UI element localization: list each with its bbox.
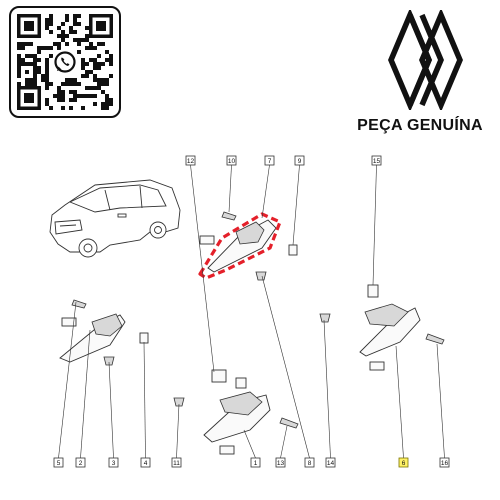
- callout-4[interactable]: 4: [140, 457, 151, 468]
- callout-leader-14: [323, 319, 331, 459]
- callout-leader-15: [372, 164, 377, 286]
- callout-number-1: 1: [254, 460, 258, 467]
- callout-15[interactable]: 15: [371, 155, 382, 166]
- callout-box-9: [294, 155, 305, 166]
- callout-9[interactable]: 9: [294, 155, 305, 166]
- callout-number-16: 16: [441, 460, 449, 467]
- callout-number-14: 14: [327, 460, 335, 467]
- callout-5[interactable]: 5: [53, 457, 64, 468]
- callout-box-5: [53, 457, 64, 468]
- callout-10[interactable]: 10: [226, 155, 237, 166]
- qr-code-card[interactable]: [9, 6, 121, 118]
- callout-8[interactable]: 8: [304, 457, 315, 468]
- callout-14[interactable]: 14: [325, 457, 336, 468]
- callout-2[interactable]: 2: [75, 457, 86, 468]
- callout-box-12: [185, 155, 196, 166]
- callout-leader-1: [243, 429, 256, 459]
- callout-number-15: 15: [373, 158, 381, 165]
- qr-code-modules: [17, 14, 113, 110]
- callout-leader-2: [80, 329, 91, 459]
- qr-code-image: [17, 14, 113, 110]
- callout-7[interactable]: 7: [264, 155, 275, 166]
- callout-leader-9: [292, 164, 300, 246]
- callout-leader-6: [395, 345, 404, 459]
- callout-12[interactable]: 12: [185, 155, 196, 166]
- genuine-part-label: PEÇA GENUÍNA: [357, 117, 483, 134]
- callout-box-10: [226, 155, 237, 166]
- callout-box-3: [108, 457, 119, 468]
- callout-number-13: 13: [277, 460, 285, 467]
- callout-number-9: 9: [298, 158, 302, 165]
- handle-assembly-left: [59, 299, 149, 366]
- handle-assembly-bottom: [173, 369, 299, 455]
- callout-box-16: [439, 457, 450, 468]
- callout-3[interactable]: 3: [108, 457, 119, 468]
- callout-leader-7: [261, 164, 270, 219]
- callout-11[interactable]: 11: [171, 457, 182, 468]
- callout-leader-12: [190, 164, 215, 373]
- callout-number-4: 4: [144, 460, 148, 467]
- callout-leader-5: [58, 301, 77, 459]
- callout-leader-11: [176, 403, 180, 459]
- callout-box-2: [75, 457, 86, 468]
- callout-box-7: [264, 155, 275, 166]
- car-illustration: [49, 179, 181, 258]
- handle-assembly-right: [319, 284, 445, 371]
- callout-box-15: [371, 155, 382, 166]
- callout-leader-4: [143, 341, 146, 459]
- callout-number-7: 7: [268, 158, 272, 165]
- callout-16[interactable]: 16: [439, 457, 450, 468]
- callout-13[interactable]: 13: [275, 457, 286, 468]
- callout-box-1: [250, 457, 261, 468]
- callout-leaders: [58, 164, 445, 459]
- callout-box-14: [325, 457, 336, 468]
- callout-box-13: [275, 457, 286, 468]
- callout-number-3: 3: [112, 460, 116, 467]
- callout-leader-8: [261, 275, 310, 459]
- callout-6[interactable]: 6: [398, 457, 409, 468]
- callout-leader-10: [228, 164, 232, 213]
- callout-number-10: 10: [228, 158, 236, 165]
- callout-1[interactable]: 1: [250, 457, 261, 468]
- callout-number-6: 6: [402, 460, 406, 467]
- whatsapp-icon: [52, 49, 78, 75]
- qr-finder-top-left: [17, 14, 41, 38]
- callout-number-11: 11: [173, 460, 180, 467]
- callout-leader-3: [108, 361, 114, 459]
- callout-number-8: 8: [308, 460, 312, 467]
- callout-number-12: 12: [187, 158, 195, 165]
- callout-box-11: [171, 457, 182, 468]
- handle-assembly-top: [198, 211, 298, 281]
- qr-finder-bottom-left: [17, 86, 41, 110]
- callout-number-5: 5: [57, 460, 61, 467]
- qr-finder-top-right: [89, 14, 113, 38]
- callout-box-6: [398, 457, 409, 468]
- callout-number-2: 2: [79, 460, 83, 467]
- callout-box-8: [304, 457, 315, 468]
- callout-leader-13: [280, 425, 288, 459]
- renault-diamond-icon: [388, 10, 463, 110]
- callout-leader-16: [436, 343, 445, 459]
- callout-box-4: [140, 457, 151, 468]
